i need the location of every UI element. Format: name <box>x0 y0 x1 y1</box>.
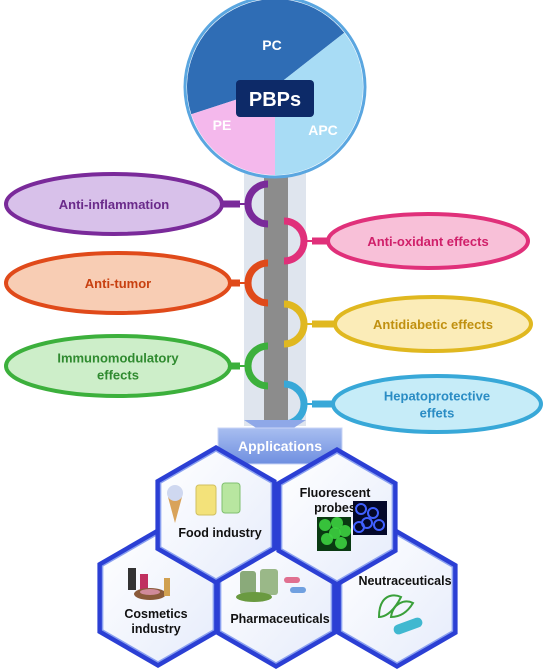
applications-box <box>217 427 343 465</box>
effect-5: Immunomodulatory effects <box>4 334 269 398</box>
application-label: Fluorescent <box>300 486 372 500</box>
effect-ellipse <box>4 172 224 236</box>
effect-ellipse <box>4 334 232 398</box>
effect-label: Immunomodulatory <box>57 351 179 366</box>
application-label: Pharmaceuticals <box>230 612 329 626</box>
hexagon-face <box>159 450 273 580</box>
effect-ellipse <box>326 212 530 270</box>
applications-banner: Applications <box>217 420 343 465</box>
food-icon <box>167 482 241 523</box>
segment-pe-label: PE <box>213 117 232 133</box>
application-label: probes <box>314 501 356 515</box>
effect-3: Anti-tumor <box>4 251 269 315</box>
pbps-title-box <box>236 80 314 117</box>
segment-pc-label: PC <box>262 37 281 53</box>
applications-title: Applications <box>238 438 322 454</box>
effect-label: effects <box>97 368 139 383</box>
application-hexagon-1: Food industry <box>155 445 277 585</box>
segment-apc <box>275 32 363 175</box>
application-label: Cosmetics <box>124 607 187 621</box>
leaf-capsule-icon <box>377 594 423 635</box>
segment-pc <box>187 0 345 115</box>
effect-1: Anti-inflammation <box>4 172 269 236</box>
pbps-title: PBPs <box>249 89 301 111</box>
application-label: industry <box>131 622 180 636</box>
effect-ellipse <box>333 295 533 353</box>
pbps-circle: PC PE APC PBPs <box>183 0 367 179</box>
cosmetics-icon <box>128 568 170 600</box>
segment-apc-label: APC <box>308 122 338 138</box>
effect-4: Antidiabetic effects <box>283 295 533 353</box>
effect-label: Antidiabetic effects <box>373 317 493 332</box>
application-label: Neutraceuticals <box>358 574 451 588</box>
effect-ellipse <box>331 374 543 434</box>
effect-label: Anti-oxidant effects <box>367 234 488 249</box>
pills-icon <box>236 569 306 602</box>
effect-2: Anti-oxidant effects <box>283 212 530 270</box>
effect-label: Anti-inflammation <box>59 197 170 212</box>
effect-label: Hepatoprotective <box>384 389 490 404</box>
cells-icon <box>317 501 387 551</box>
effect-label: Anti-tumor <box>85 276 151 291</box>
application-label: Food industry <box>178 526 261 540</box>
effect-ellipse <box>4 251 232 315</box>
effect-6: Hepatoprotective effets <box>283 374 543 434</box>
effect-label: effets <box>420 406 455 421</box>
